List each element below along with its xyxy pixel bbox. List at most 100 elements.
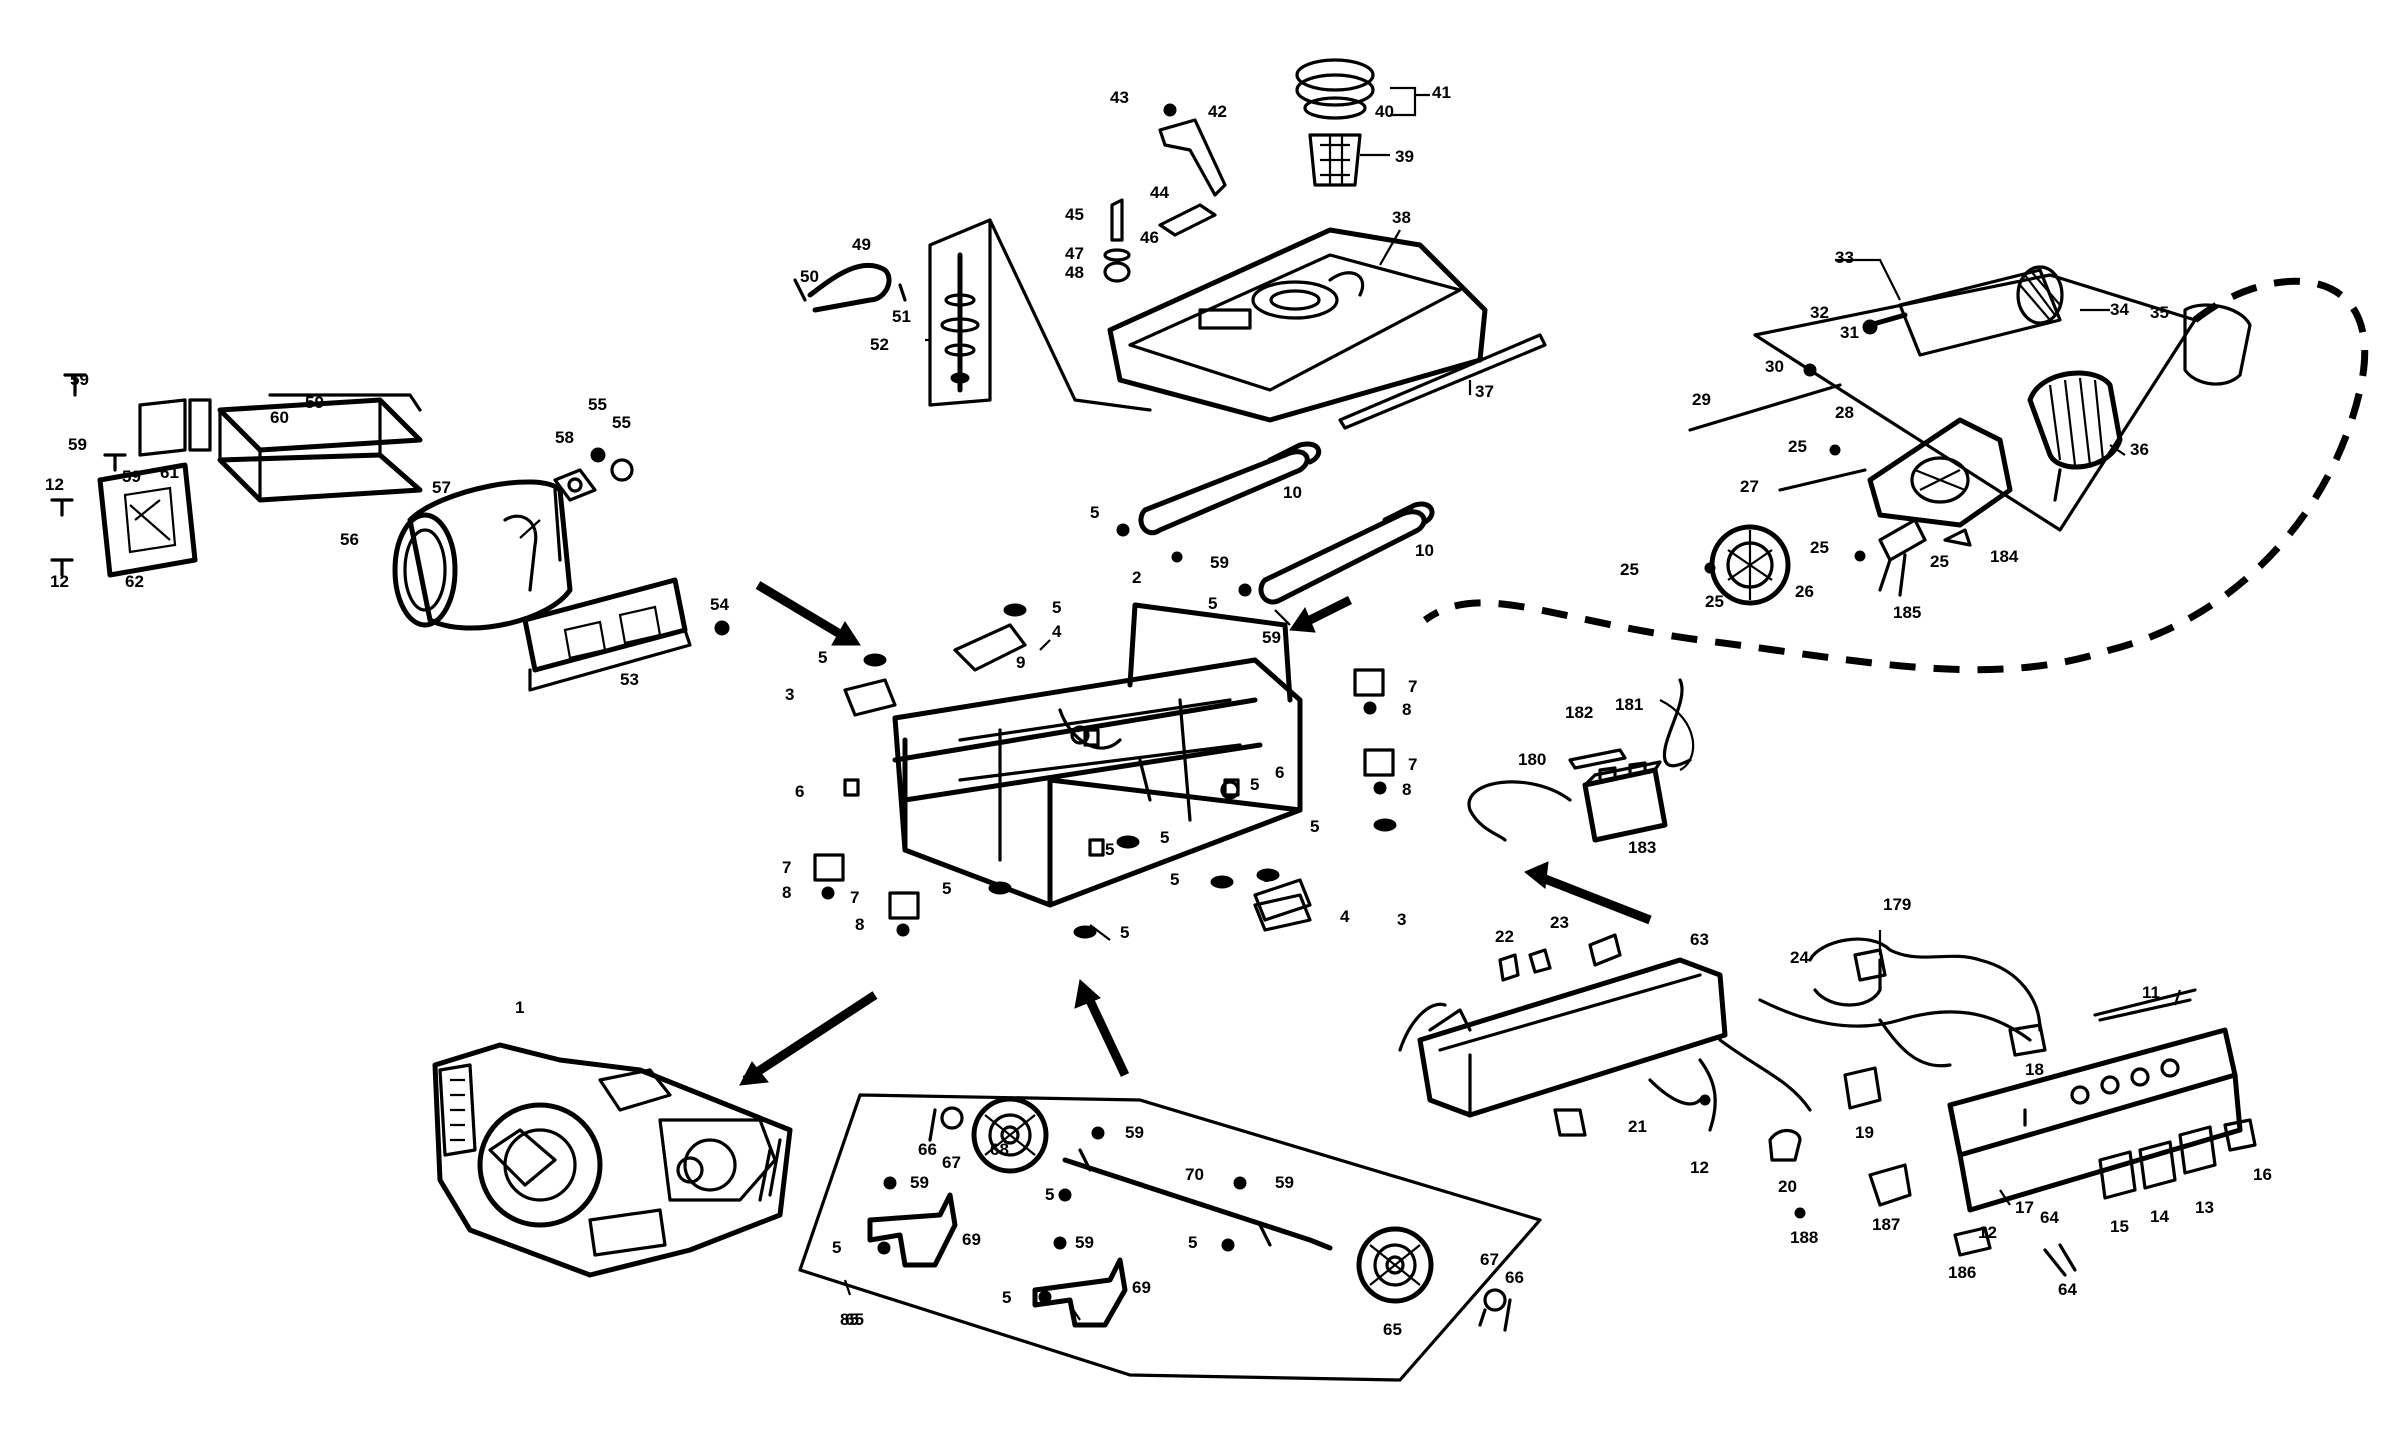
callout-30: 30 (1765, 357, 1784, 376)
battery (1467, 678, 1692, 843)
callout-3: 3 (785, 685, 794, 704)
callout-59: 59 (1210, 553, 1229, 572)
callout-36: 36 (2130, 440, 2149, 459)
callout-65: 65 (1383, 1320, 1402, 1339)
callout-25: 25 (1620, 560, 1639, 579)
callout-59: 59 (68, 435, 87, 454)
callout-69: 69 (962, 1230, 981, 1249)
callout-5: 5 (1045, 1185, 1054, 1204)
callout-5: 5 (1120, 923, 1129, 942)
callout-183: 183 (1628, 838, 1656, 857)
callout-8: 8 (1402, 780, 1411, 799)
engine (432, 1042, 793, 1278)
callout-68: 68 (990, 1140, 1009, 1159)
callout-7: 7 (1408, 677, 1417, 696)
callout-59: 59 (70, 370, 89, 389)
callout-5: 5 (1208, 594, 1217, 613)
callout-49: 49 (852, 235, 871, 254)
callout-51: 51 (892, 307, 911, 326)
callout-180: 180 (1518, 750, 1546, 769)
callout-13: 13 (2195, 1198, 2214, 1217)
callout-64: 64 (2058, 1280, 2077, 1299)
callout-2: 2 (1132, 568, 1141, 587)
callout-12: 12 (1978, 1223, 1997, 1242)
callout-60: 60 (270, 408, 289, 427)
callout-59: 59 (910, 1173, 929, 1192)
callout-22: 22 (1495, 927, 1514, 946)
callout-5: 5 (832, 1238, 841, 1257)
callout-59: 59 (1262, 628, 1281, 647)
leader-lines (519, 86, 2182, 1321)
callout-69: 69 (1132, 1278, 1151, 1297)
callout-56: 56 (340, 530, 359, 549)
callout-29: 29 (1692, 390, 1711, 409)
callout-25: 25 (1810, 538, 1829, 557)
callout-23: 23 (1550, 913, 1569, 932)
callout-54: 54 (710, 595, 729, 614)
callout-45: 45 (1065, 205, 1084, 224)
callout-53: 53 (620, 670, 639, 689)
callout-5: 5 (1310, 817, 1319, 836)
callout-18: 18 (2025, 1060, 2044, 1079)
callout-21: 21 (1628, 1117, 1647, 1136)
wheel-kit (798, 1093, 1542, 1382)
callout-5: 5 (1170, 870, 1179, 889)
callout-17: 17 (2015, 1198, 2034, 1217)
callout-9: 9 (1016, 653, 1025, 672)
callout-31: 31 (1840, 323, 1859, 342)
callout-37: 37 (1475, 382, 1494, 401)
callout-40: 40 (1375, 102, 1394, 121)
callout-5: 5 (1090, 503, 1099, 522)
callout-7: 7 (850, 888, 859, 907)
fuel-valve-assembly (793, 218, 1152, 412)
callout-25: 25 (1788, 437, 1807, 456)
callout-25: 25 (1705, 592, 1724, 611)
callout-50: 50 (800, 267, 819, 286)
callout-27: 27 (1740, 477, 1759, 496)
callout-12: 12 (50, 572, 69, 591)
callout-10: 10 (1283, 483, 1302, 502)
callout-6: 6 (1275, 763, 1284, 782)
callout-5: 5 (1188, 1233, 1197, 1252)
callout-59: 59 (305, 393, 324, 412)
callout-5: 5 (1002, 1288, 1011, 1307)
callout-3: 3 (1397, 910, 1406, 929)
callout-10: 10 (1415, 541, 1434, 560)
frame-assembly (892, 602, 1303, 908)
callout-181: 181 (1615, 695, 1643, 714)
callout-59: 59 (1275, 1173, 1294, 1192)
callout-1: 1 (515, 998, 524, 1017)
callout-11: 11 (2142, 983, 2160, 1002)
callout-44: 44 (1150, 183, 1169, 202)
muffler-assembly (50, 373, 730, 692)
callout-186: 186 (1948, 1263, 1976, 1282)
callout-39: 39 (1395, 147, 1414, 166)
callout-57: 57 (432, 478, 451, 497)
callout-66: 66 (918, 1140, 937, 1159)
callout-48: 48 (1065, 263, 1084, 282)
callout-5: 5 (1105, 840, 1114, 859)
callout-41: 41 (1432, 83, 1451, 102)
callout-188: 188 (1790, 1228, 1818, 1247)
callout-7: 7 (782, 858, 791, 877)
callout-20: 20 (1778, 1177, 1797, 1196)
callout-58: 58 (555, 428, 574, 447)
fuel-gauge (1103, 103, 1227, 283)
callout-15: 15 (2110, 1217, 2129, 1236)
callout-61: 61 (160, 463, 179, 482)
callout-5: 5 (1250, 775, 1259, 794)
callout-12: 12 (45, 475, 64, 494)
callout-34: 34 (2110, 300, 2129, 319)
callout-65: 65 (845, 1310, 864, 1329)
callout-5: 5 (1262, 867, 1271, 886)
callout-42: 42 (1208, 102, 1227, 121)
callout-55: 55 (588, 395, 607, 414)
fuel-tank (1107, 227, 1547, 430)
callout-63: 63 (1690, 930, 1709, 949)
callout-52: 52 (870, 335, 889, 354)
callout-185: 185 (1893, 603, 1921, 622)
callout-8: 8 (782, 883, 791, 902)
callout-25: 25 (1930, 552, 1949, 571)
callout-8: 8 (1402, 700, 1411, 719)
